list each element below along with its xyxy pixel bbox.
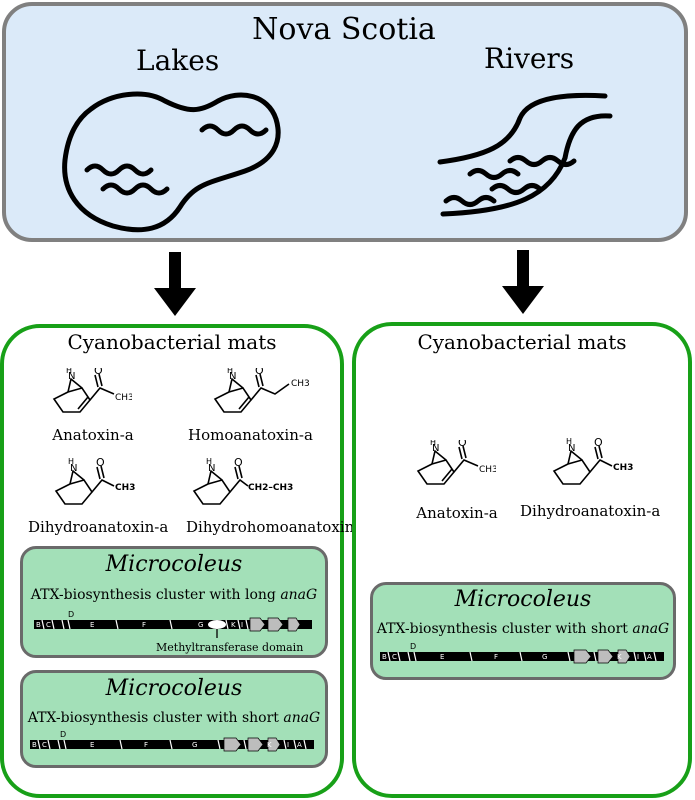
methyltransferase-note: Methyltransferase domain — [156, 641, 304, 654]
svg-text:C: C — [42, 741, 47, 749]
svg-text:O: O — [255, 368, 264, 377]
svg-text:H: H — [227, 368, 233, 375]
cluster-label: ATX-biosynthesis cluster with long anaG — [30, 587, 318, 603]
genus-label: Microcoleus — [454, 587, 592, 612]
homoanatoxin-a-structure: NH O CH3 — [213, 368, 310, 413]
svg-text:H: H — [68, 457, 74, 466]
svg-text:H: H — [566, 437, 572, 446]
lakes-panel-title: Cyanobacterial mats — [67, 330, 277, 354]
anatoxin-a-structure-rivers: NH O CH3 — [416, 440, 496, 485]
cluster-label: ATX-biosynthesis cluster with short anaG — [27, 710, 321, 726]
rivers-label: Rivers — [484, 42, 575, 75]
svg-text:B: B — [36, 621, 41, 629]
svg-text:D: D — [68, 610, 74, 619]
lakes-arrow — [154, 252, 196, 316]
svg-text:G: G — [192, 741, 197, 749]
svg-text:O: O — [94, 368, 103, 377]
svg-text:H: H — [206, 457, 212, 466]
anatoxin-a-structure: NH O CH3 — [52, 368, 132, 413]
svg-text:C: C — [46, 621, 51, 629]
svg-text:E: E — [90, 621, 94, 629]
lake-icon — [62, 91, 281, 233]
rivers-panel-title: Cyanobacterial mats — [417, 330, 627, 354]
svg-text:H: H — [66, 368, 72, 375]
svg-text:D: D — [410, 642, 416, 651]
svg-text:K: K — [267, 741, 272, 749]
svg-text:N: N — [70, 463, 77, 474]
svg-text:E: E — [440, 653, 444, 661]
svg-text:N: N — [208, 463, 215, 474]
compound-anatoxin-a: Anatoxin-a — [52, 426, 134, 444]
compound-dihydrohomoanatoxin-a: Dihydrohomoanatoxin-a — [186, 518, 369, 536]
svg-text:N: N — [432, 443, 439, 454]
svg-text:O: O — [458, 440, 467, 449]
svg-text:B: B — [382, 653, 387, 661]
svg-text:N: N — [229, 371, 236, 382]
svg-text:CH3: CH3 — [115, 393, 132, 403]
nova-scotia-region — [2, 2, 688, 242]
svg-text:I: I — [287, 741, 289, 749]
svg-text:CH3: CH3 — [115, 483, 135, 493]
genus-label: Microcoleus — [105, 676, 243, 701]
svg-text:H: H — [430, 440, 436, 447]
svg-text:C: C — [392, 653, 397, 661]
genus-label: Microcoleus — [105, 552, 243, 577]
compound-anatoxin-a-rivers: Anatoxin-a — [416, 504, 498, 522]
svg-text:A: A — [297, 741, 302, 749]
svg-text:CH3: CH3 — [479, 465, 496, 475]
svg-text:G: G — [542, 653, 547, 661]
svg-text:K: K — [231, 621, 236, 629]
svg-text:CH2–CH3: CH2–CH3 — [248, 483, 293, 493]
svg-text:I: I — [637, 653, 639, 661]
river-icon — [437, 92, 613, 217]
dihydroanatoxin-a-structure-rivers: NH O CH3 — [552, 436, 633, 485]
lakes-label: Lakes — [136, 44, 220, 77]
microcoleus-short-anag-box-lakes — [20, 670, 328, 768]
region-title: Nova Scotia — [252, 12, 436, 47]
svg-text:K: K — [617, 653, 622, 661]
svg-text:F: F — [494, 653, 498, 661]
rivers-panel — [352, 322, 692, 798]
svg-text:F: F — [144, 741, 148, 749]
svg-text:N: N — [68, 371, 75, 382]
svg-text:F: F — [142, 621, 146, 629]
svg-text:B: B — [32, 741, 37, 749]
svg-text:CH3: CH3 — [291, 379, 310, 389]
dihydrohomoanatoxin-a-structure: NH O CH2–CH3 — [192, 456, 293, 505]
svg-text:N: N — [568, 443, 575, 454]
dihydroanatoxin-a-structure: NH O CH3 — [54, 456, 135, 505]
svg-text:O: O — [234, 456, 243, 469]
microcoleus-short-anag-box-rivers — [370, 582, 676, 680]
svg-text:O: O — [96, 456, 105, 469]
svg-text:D: D — [60, 730, 66, 739]
svg-text:G: G — [198, 621, 203, 629]
microcoleus-long-anag-box — [20, 546, 328, 658]
compound-dihydroanatoxin-a: Dihydroanatoxin-a — [28, 518, 169, 536]
svg-text:O: O — [594, 436, 603, 449]
compound-homoanatoxin-a: Homoanatoxin-a — [188, 426, 313, 444]
svg-text:I: I — [241, 621, 243, 629]
svg-text:E: E — [90, 741, 94, 749]
svg-text:CH3: CH3 — [613, 463, 633, 473]
rivers-arrow — [502, 250, 544, 314]
compound-dihydroanatoxin-a-rivers: Dihydroanatoxin-a — [520, 502, 661, 520]
cluster-label: ATX-biosynthesis cluster with short anaG — [376, 621, 670, 637]
svg-text:A: A — [647, 653, 652, 661]
